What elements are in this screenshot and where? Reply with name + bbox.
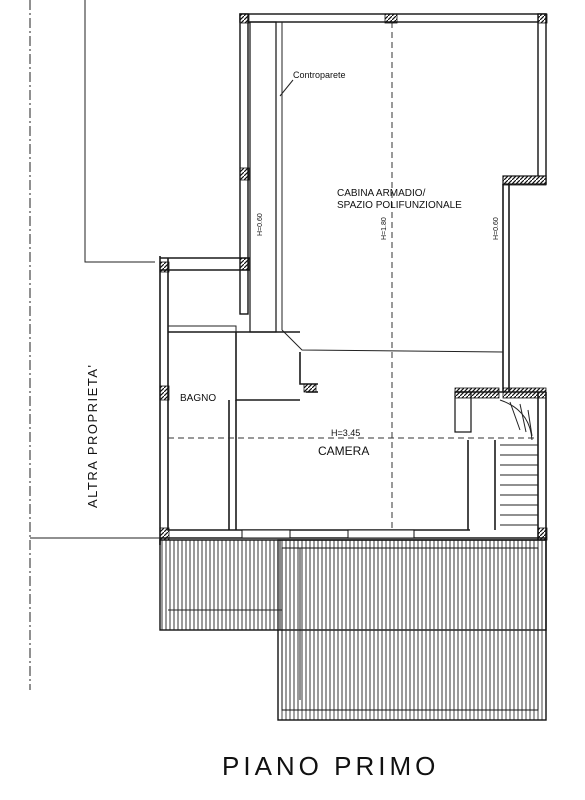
- height-label-right: H=0.60: [493, 217, 500, 240]
- height-label-center: H=1.80: [381, 217, 388, 240]
- structural-columns: [159, 13, 548, 541]
- cabina-label-line1: CABINA ARMADIO/: [337, 188, 426, 199]
- height-label-left: H=0.60: [257, 213, 264, 236]
- building-walls: [159, 13, 547, 545]
- controparete-label: Controparete: [293, 70, 346, 80]
- neighbor-property-label: ALTRA PROPRIETA': [85, 364, 100, 508]
- plan-title: PIANO PRIMO: [222, 751, 439, 781]
- neighbor-boundary: [29, 0, 160, 690]
- terrace: [159, 539, 547, 721]
- camera-height-label: H=3.45: [331, 428, 360, 438]
- bagno-label: BAGNO: [180, 393, 216, 404]
- camera-label: CAMERA: [318, 444, 369, 458]
- staircase: [499, 399, 538, 526]
- cabina-label-line2: SPAZIO POLIFUNZIONALE: [337, 200, 462, 211]
